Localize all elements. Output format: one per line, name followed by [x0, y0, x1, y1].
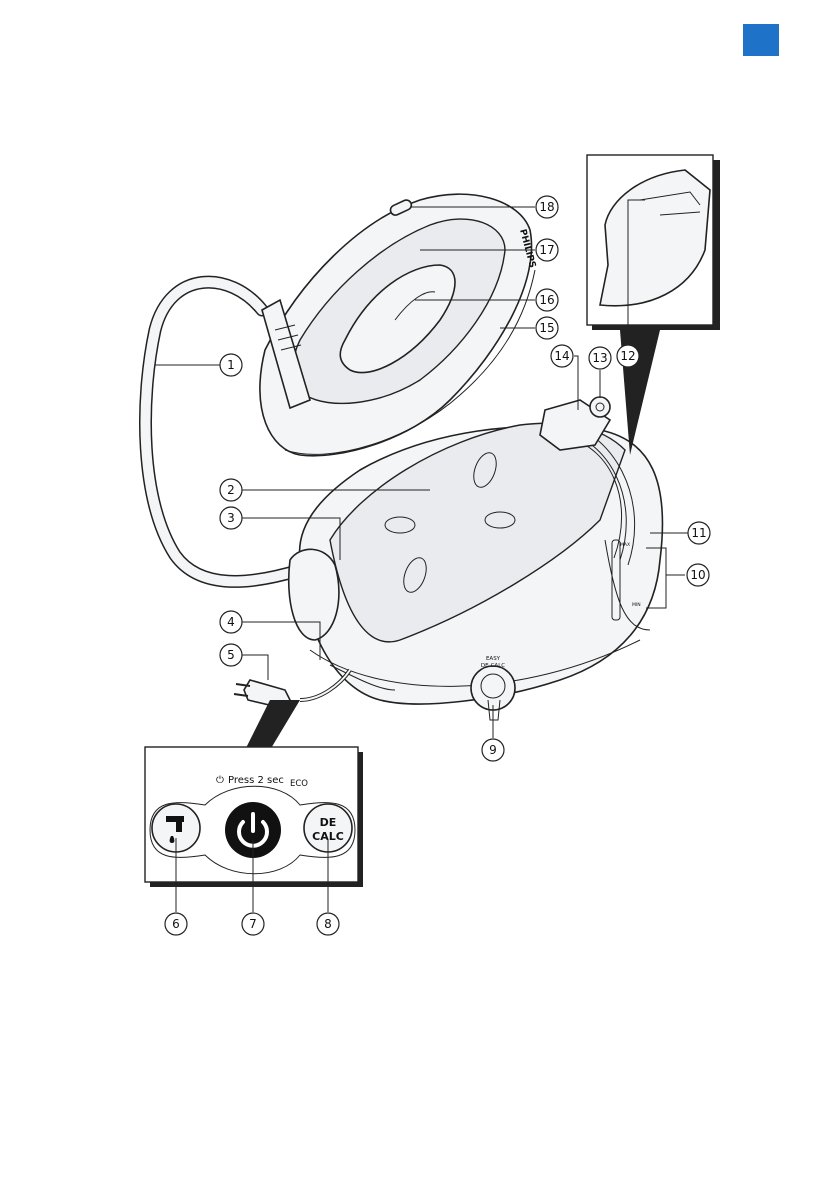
- svg-text:6: 6: [172, 917, 180, 931]
- svg-text:13: 13: [592, 351, 607, 365]
- callout-8: 8: [317, 913, 339, 935]
- svg-text:2: 2: [227, 483, 235, 497]
- callout-4: 4: [220, 611, 242, 633]
- callout-16: 16: [536, 289, 558, 311]
- panel-caption-eco: ECO: [290, 779, 308, 789]
- callout-14: 14: [551, 345, 573, 367]
- panel-caption: Press 2 sec: [228, 775, 284, 786]
- svg-text:10: 10: [690, 568, 705, 582]
- water-level-min-label: MIN: [632, 602, 641, 608]
- svg-text:5: 5: [227, 648, 235, 662]
- callout-9: 9: [482, 739, 504, 761]
- callout-13: 13: [589, 347, 611, 369]
- power-glyph-small: ⏻: [216, 775, 224, 786]
- callout-10: 10: [687, 564, 709, 586]
- svg-text:3: 3: [227, 511, 235, 525]
- callout-2: 2: [220, 479, 242, 501]
- svg-text:11: 11: [691, 526, 706, 540]
- svg-text:16: 16: [539, 293, 554, 307]
- svg-text:7: 7: [249, 917, 257, 931]
- iron: PHILIPS: [260, 194, 537, 456]
- callout-18: 18: [536, 196, 558, 218]
- svg-text:9: 9: [489, 743, 497, 757]
- svg-text:17: 17: [539, 243, 554, 257]
- svg-text:1: 1: [227, 358, 235, 372]
- water-level-max-label: MAX: [620, 542, 630, 548]
- callout-17: 17: [536, 239, 558, 261]
- callout-11: 11: [688, 522, 710, 544]
- svg-text:15: 15: [539, 321, 554, 335]
- callout-12: 12: [617, 345, 639, 367]
- callout-15: 15: [536, 317, 558, 339]
- svg-text:4: 4: [227, 615, 235, 629]
- callout-1: 1: [220, 354, 242, 376]
- control-panel-inset: ⏻ Press 2 sec ECO DE CALC: [145, 700, 363, 887]
- svg-text:18: 18: [539, 200, 554, 214]
- knob-label-easy: EASY: [486, 656, 501, 662]
- svg-text:14: 14: [554, 349, 569, 363]
- callout-6: 6: [165, 913, 187, 935]
- callout-5: 5: [220, 644, 242, 666]
- callout-7: 7: [242, 913, 264, 935]
- decalc-label-line1: DE: [320, 816, 337, 829]
- svg-text:12: 12: [620, 349, 635, 363]
- svg-text:8: 8: [324, 917, 332, 931]
- knob-label-decalc: DE-CALC: [481, 663, 505, 669]
- callout-3: 3: [220, 507, 242, 529]
- corner-blue-marker: [743, 24, 779, 56]
